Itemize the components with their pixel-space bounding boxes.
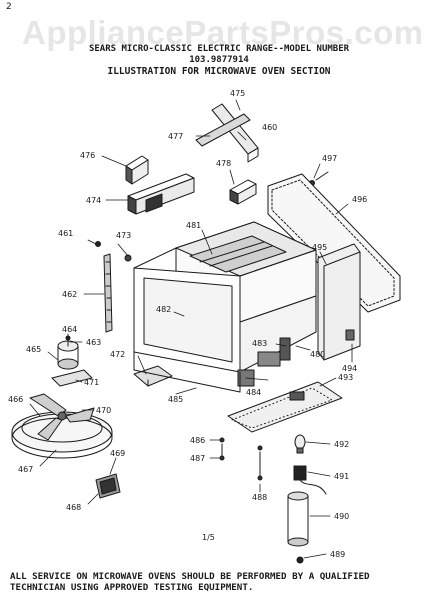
callout-478: 478 [216,159,231,168]
callout-460: 460 [262,123,277,132]
cavity-482-drawing [133,247,317,373]
callout-488: 488 [252,493,267,502]
callout-467: 467 [18,465,33,474]
callout-466: 466 [8,395,23,404]
callout-484: 484 [246,388,261,397]
callout-486: 486 [190,436,205,445]
screw-497-drawing [309,171,329,186]
pad-468-drawing [95,473,121,499]
callout-463: 463 [86,338,101,347]
bracket-475-drawing [195,103,259,163]
callout-471: 471 [84,378,99,387]
callout-464: 464 [62,325,77,334]
page-number: 1/5 [202,533,215,542]
side-cover-495-drawing [317,243,361,361]
callout-470: 470 [96,406,111,415]
footer-warning-line1: ALL SERVICE ON MICROWAVE OVENS SHOULD BE… [10,571,370,582]
callout-492: 492 [334,440,349,449]
block-474-drawing [127,173,195,215]
part-number-callouts: 475 477 460 476 478 497 474 496 461 473 … [8,89,367,559]
rail-462-drawing [95,241,132,333]
callout-495: 495 [312,243,327,252]
model-number: 103.9877914 [189,55,249,65]
section-title: ILLUSTRATION FOR MICROWAVE OVEN SECTION [107,66,331,77]
callout-487: 487 [190,454,205,463]
socket-491-drawing [293,465,327,495]
leader-lines [29,99,353,559]
callout-490: 490 [334,512,349,521]
callout-469: 469 [110,449,125,458]
callout-491: 491 [334,472,349,481]
callout-497: 497 [322,154,337,163]
callout-494: 494 [342,364,357,373]
callout-461: 461 [58,229,73,238]
callout-482: 482 [156,305,171,314]
callout-475: 475 [230,89,245,98]
callout-462: 462 [62,290,77,299]
motor-464-drawing [51,335,93,387]
screws-486-488-drawing [219,437,263,481]
diagram-title: SEARS MICRO-CLASSIC ELECTRIC RANGE--MODE… [88,44,350,54]
site-watermark: AppliancePartsPros.com [22,14,424,51]
bracket-472-drawing [133,365,173,387]
base-485-drawing [133,351,241,393]
footer-warning-line2: TECHNICIAN USING APPROVED TESTING EQUIPM… [10,582,254,593]
callout-480: 480 [310,350,325,359]
bottom-plate-493-drawing [227,381,343,433]
lamp-492-drawing [294,434,306,454]
callout-483: 483 [252,339,267,348]
cylinder-490-drawing [287,491,309,547]
callout-481: 481 [186,221,201,230]
block-476-drawing [125,155,149,185]
callout-476: 476 [80,151,95,160]
screw-489-drawing [296,556,304,564]
page-mark: 2 [6,2,12,12]
callout-468: 468 [66,503,81,512]
callout-496: 496 [352,195,367,204]
callout-477: 477 [168,132,183,141]
callout-474: 474 [86,196,101,205]
fan-blade-470-drawing [29,393,95,441]
callout-485: 485 [168,395,183,404]
callout-489: 489 [330,550,345,559]
back-panel-496-drawing [267,173,401,313]
block-478-drawing [229,179,257,205]
callout-472: 472 [110,350,125,359]
callout-465: 465 [26,345,41,354]
callout-473: 473 [116,231,131,240]
callout-493: 493 [338,373,353,382]
